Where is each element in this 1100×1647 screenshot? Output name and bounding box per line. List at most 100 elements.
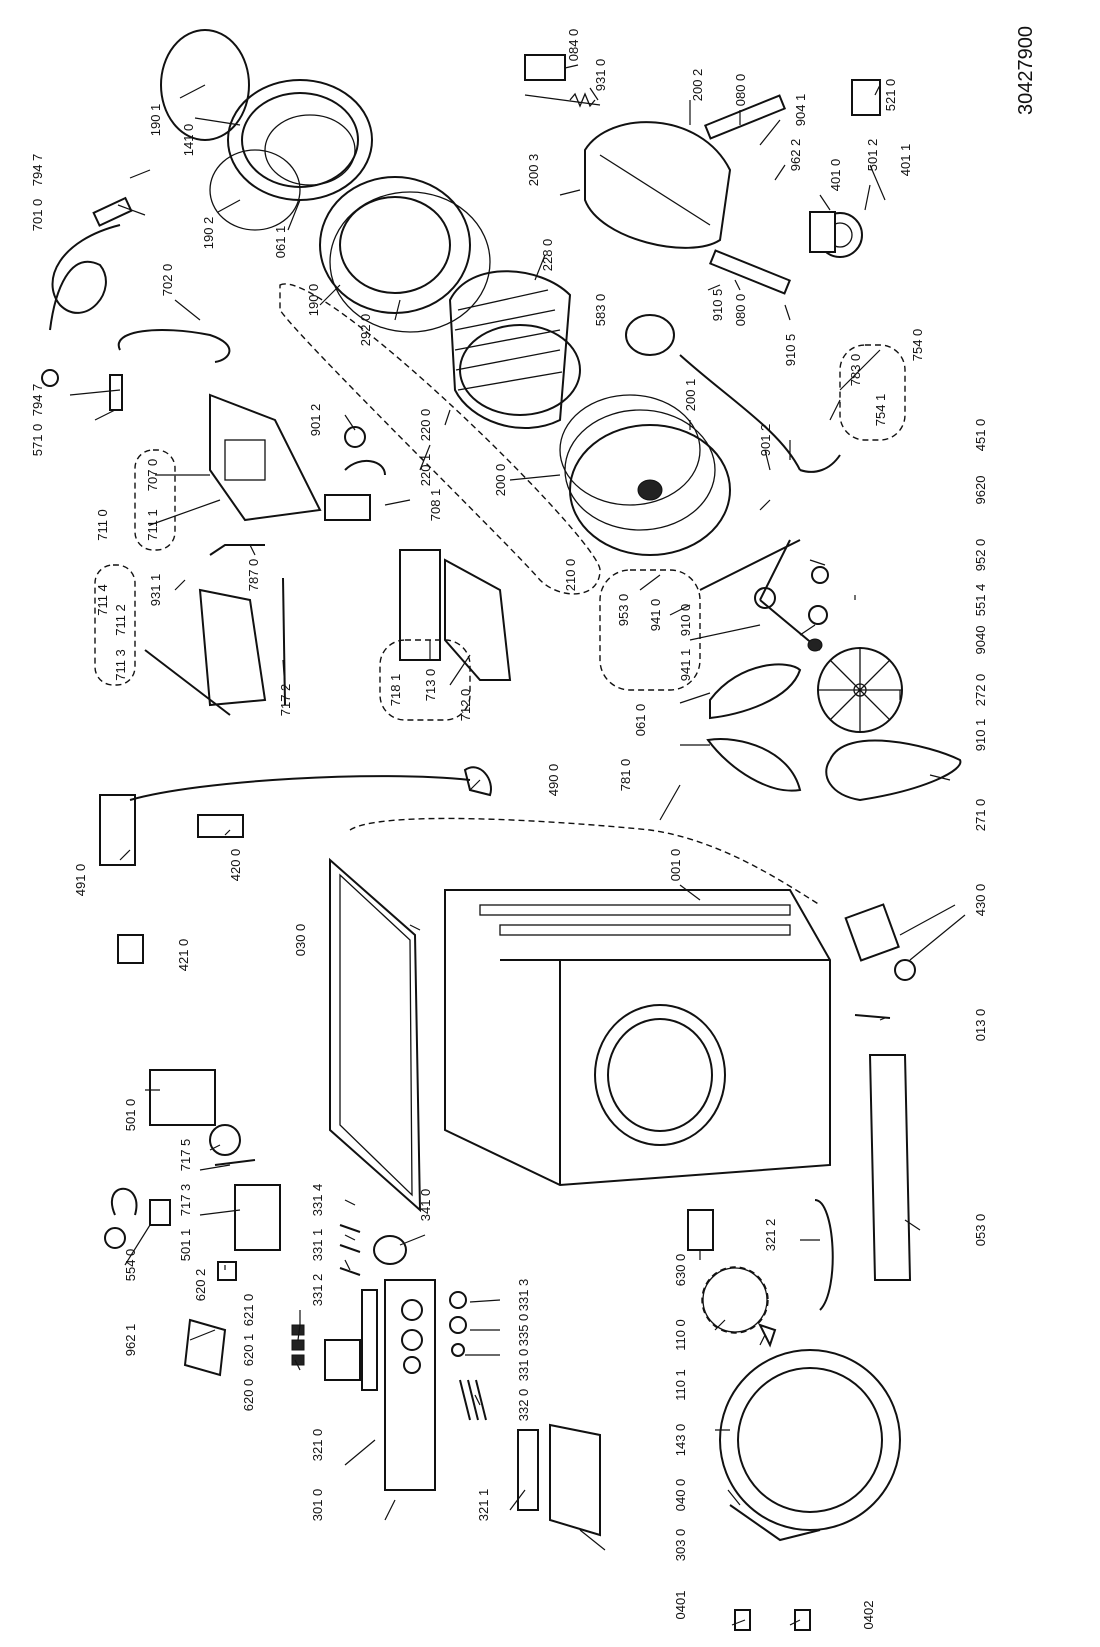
callout-label: 501 2 (865, 139, 880, 172)
callout-label: 220 1 (418, 454, 433, 487)
callout-label: 341 0 (418, 1189, 433, 1222)
callout-label: 711 3 (113, 649, 128, 681)
callout-label: 420 0 (228, 849, 243, 882)
callout-label: 110 0 (673, 1319, 688, 1351)
callout-label: 220 0 (418, 409, 433, 442)
callout-label: 271 0 (973, 799, 988, 832)
callout-label: 521 0 (883, 79, 898, 112)
callout-label: 141 0 (181, 124, 196, 157)
callout-label: 0401 (673, 1591, 688, 1620)
callout-label: 794 7 (30, 154, 45, 187)
callout-label: 962 2 (788, 139, 803, 172)
callout-label: 332 0 (516, 1389, 531, 1422)
callout-label: 712 0 (458, 689, 473, 722)
callout-label: 001 0 (668, 849, 683, 882)
callout-label: 030 0 (293, 924, 308, 957)
callout-label: 787 0 (246, 559, 261, 592)
callout-label: 321 2 (763, 1219, 778, 1252)
callout-label: 421 0 (176, 939, 191, 972)
callout-label: 718 1 (388, 674, 403, 707)
callout-label: 620 1 (241, 1334, 256, 1367)
callout-label: 708 1 (428, 489, 443, 522)
callout-label: 490 0 (546, 764, 561, 797)
callout-label: 200 2 (690, 69, 705, 102)
callout-label: 190 0 (306, 284, 321, 317)
callout-label: 331 2 (310, 1274, 325, 1307)
callout-label: 717 2 (278, 684, 293, 717)
callout-label: 080 0 (733, 74, 748, 107)
callout-label: 053 0 (973, 1214, 988, 1247)
callout-label: 630 0 (673, 1254, 688, 1287)
callout-label: 941 0 (648, 599, 663, 632)
callout-label: 621 0 (241, 1294, 256, 1327)
callout-label: 707 0 (145, 459, 160, 492)
callout-label: 931 0 (593, 59, 608, 92)
callout-label: 910 5 (710, 289, 725, 322)
callout-label: 583 0 (593, 294, 608, 327)
callout-label: 401 1 (898, 144, 913, 177)
callout-labels: 190 1 141 0 794 7 701 0 190 2 061 1 702 … (30, 29, 988, 1630)
callout-label: 272 0 (973, 674, 988, 707)
callout-label: 781 0 (618, 759, 633, 792)
callout-label: 952 0 (973, 539, 988, 572)
callout-label: 620 0 (241, 1379, 256, 1412)
callout-label: 401 0 (828, 159, 843, 192)
callout-label: 061 0 (633, 704, 648, 737)
callout-label: 013 0 (973, 1009, 988, 1042)
callout-label: 110 1 (673, 1369, 688, 1401)
callout-label: 143 0 (673, 1424, 688, 1457)
callout-label: 794 7 (30, 384, 45, 417)
callout-label: 200 0 (493, 464, 508, 497)
callout-label: 080 0 (733, 294, 748, 327)
callout-label: 962 1 (123, 1324, 138, 1357)
callout-label: 717 5 (178, 1139, 193, 1172)
callout-label: 711 4 (95, 584, 110, 616)
callout-label: 301 0 (310, 1489, 325, 1522)
callout-label: 9040 (973, 626, 988, 655)
callout-label: 717 3 (178, 1184, 193, 1217)
callout-label: 711 0 (95, 509, 110, 541)
callout-label: 754 0 (910, 329, 925, 362)
callout-label: 190 1 (148, 104, 163, 137)
callout-label: 321 1 (476, 1489, 491, 1522)
callout-label: 941 1 (678, 649, 693, 682)
callout-label: 331 3 (516, 1279, 531, 1312)
callout-label: 702 0 (160, 264, 175, 297)
callout-label: 061 1 (273, 226, 288, 259)
callout-label: 953 0 (616, 594, 631, 627)
callout-label: 331 1 (310, 1229, 325, 1262)
callout-label: 331 0 (516, 1349, 531, 1382)
drawing-reference-number: 30427900 (1015, 26, 1037, 115)
callout-label: 910 1 (973, 719, 988, 752)
callout-label: 040 0 (673, 1479, 688, 1512)
callout-label: 210 0 (563, 559, 578, 592)
callout-label: 783 0 (848, 354, 863, 387)
callout-label: 303 0 (673, 1529, 688, 1562)
callout-label: 711 2 (113, 604, 128, 636)
callout-label: 931 1 (148, 574, 163, 607)
callout-label: 0402 (861, 1601, 876, 1630)
callout-label: 200 3 (526, 154, 541, 187)
callout-label: 190 2 (201, 217, 216, 250)
callout-label: 228 0 (540, 239, 555, 272)
callout-label: 084 0 (566, 29, 581, 62)
callout-label: 451 0 (973, 419, 988, 452)
callout-label: 620 2 (193, 1269, 208, 1302)
callout-label: 910 0 (678, 604, 693, 637)
callout-label: 501 0 (123, 1099, 138, 1132)
callout-label: 754 1 (873, 394, 888, 427)
callout-label: 331 4 (310, 1184, 325, 1217)
callout-label: 711 1 (145, 509, 160, 541)
callout-label: 571 0 (30, 424, 45, 457)
callout-label: 701 0 (30, 199, 45, 232)
callout-label: 335 0 (516, 1314, 531, 1347)
callout-label: 551 4 (973, 584, 988, 617)
callout-label: 901 2 (758, 424, 773, 457)
callout-label: 554 0 (123, 1249, 138, 1282)
callout-label: 491 0 (73, 864, 88, 897)
callout-label: 430 0 (973, 884, 988, 917)
parts-drawing (41, 29, 966, 1631)
callout-label: 9620 (973, 476, 988, 505)
callout-label: 910 5 (783, 334, 798, 367)
